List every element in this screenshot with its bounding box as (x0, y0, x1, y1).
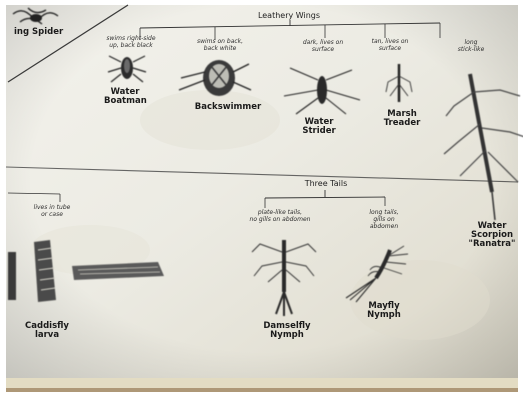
desc-line: stick-like (448, 47, 494, 54)
caddisfly-description: lives in tube or case (24, 205, 80, 219)
water-scorpion-illustration (440, 72, 523, 222)
name-line: Strider (296, 127, 342, 136)
desc-line: surface (362, 46, 418, 53)
leathery-wings-heading: Leathery Wings (244, 12, 334, 20)
damselfly-description: plate-like tails, no gills on abdomen (232, 210, 328, 224)
mayfly-description: long tails, gills on abdomen (356, 210, 412, 231)
desc-line: surface (292, 47, 354, 54)
name-line: Treader (378, 119, 426, 128)
name-line: larva (14, 331, 80, 340)
mayfly-nymph-illustration (344, 242, 414, 302)
desc-line: no gills on abdomen (232, 217, 328, 224)
marsh-treader-description: tan, lives on surface (362, 39, 418, 53)
water-scorpion-description: long stick-like (448, 40, 494, 54)
name-line: "Ranatra" (464, 240, 520, 249)
name-line: Boatman (104, 97, 146, 106)
backswimmer-illustration (177, 56, 253, 102)
water-scorpion-label: Water Scorpion "Ranatra" (464, 222, 520, 249)
backswimmer-label: Backswimmer (188, 103, 268, 112)
desc-line: back white (190, 46, 250, 53)
mayfly-label: Mayfly Nymph (356, 302, 412, 320)
desc-line: abdomen (356, 224, 412, 231)
name-line: Nymph (252, 331, 322, 340)
water-boatman-label: Water Boatman (104, 88, 146, 106)
water-boatman-illustration (107, 52, 147, 84)
top-left-label: ing Spider (14, 28, 63, 37)
water-strider-label: Water Strider (296, 118, 342, 136)
water-boatman-description: swims right-side up, back black (96, 36, 166, 50)
water-strider-description: dark, lives on surface (292, 40, 354, 54)
damselfly-nymph-illustration (248, 236, 318, 316)
name-line: Backswimmer (188, 103, 268, 112)
caddisfly-label: Caddisfly larva (14, 322, 80, 340)
name-line: Nymph (356, 311, 412, 320)
damselfly-label: Damselfly Nymph (252, 322, 322, 340)
desc-line: up, back black (96, 43, 166, 50)
marsh-treader-label: Marsh Treader (378, 110, 426, 128)
desc-line: or case (24, 212, 80, 219)
water-strider-illustration (282, 66, 362, 116)
three-tails-heading: Three Tails (294, 180, 358, 188)
backswimmer-description: swims on back, back white (190, 39, 250, 53)
marsh-treader-illustration (384, 62, 414, 106)
caddisfly-larva-illustration (8, 236, 168, 306)
